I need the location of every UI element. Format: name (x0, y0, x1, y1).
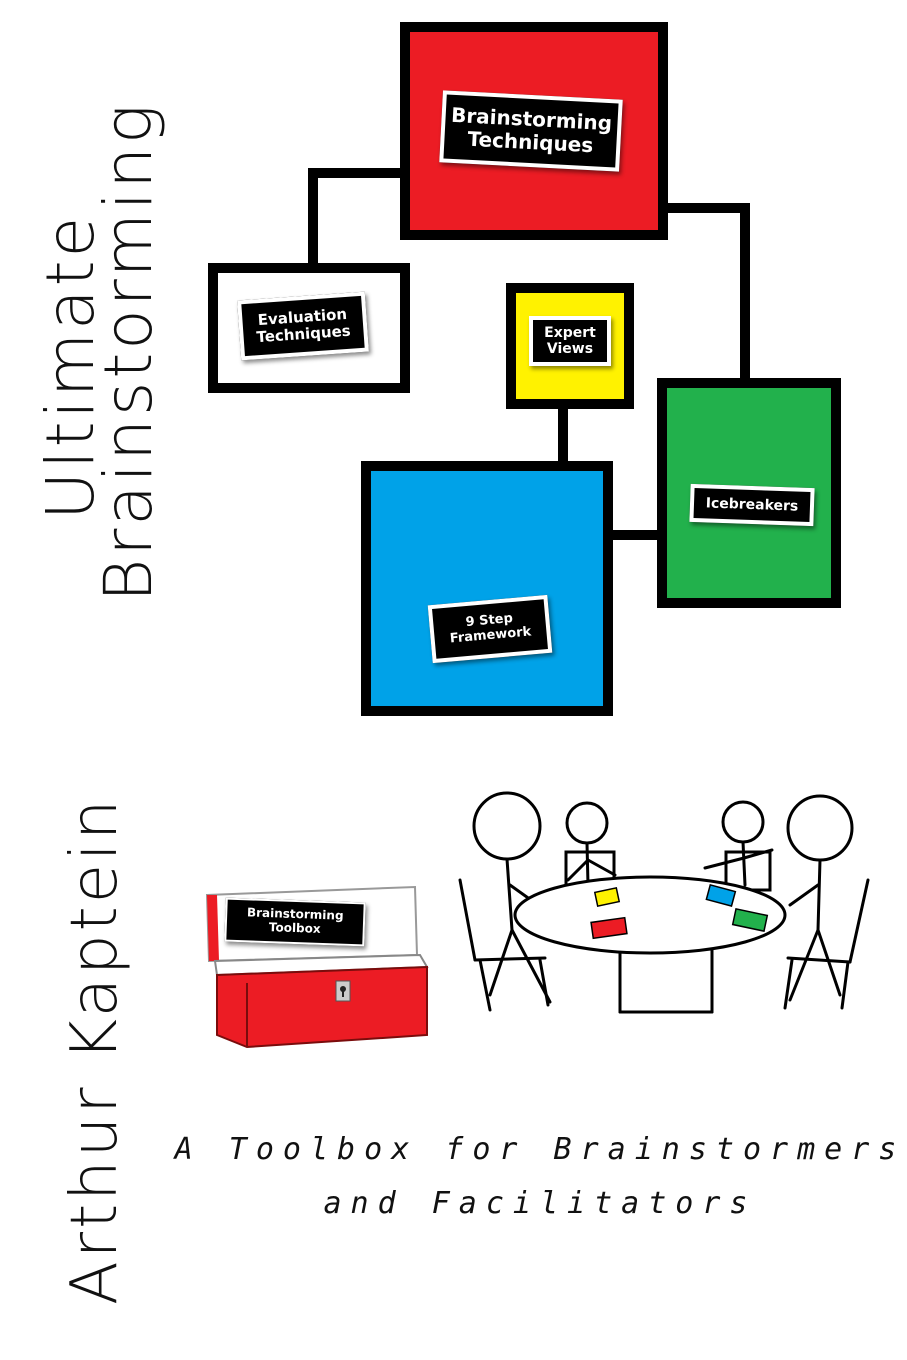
label-icebreakers: Icebreakers (689, 483, 815, 527)
person-back-right-head (786, 794, 854, 862)
toolbox-lid-side (207, 895, 219, 961)
person-back-left-head (472, 791, 542, 861)
card-green (731, 907, 769, 933)
tagline-line2: and Facilitators (323, 1186, 757, 1221)
person-back-middle-left-head (565, 801, 609, 845)
tagline-line1: A Toolbox for Brainstormers (174, 1132, 906, 1167)
connector-brainstorming-icebreakers (659, 203, 750, 390)
card-red (590, 916, 628, 940)
card-blue (705, 883, 737, 908)
person-back-middle-right-head (721, 800, 765, 844)
meeting-table-illustration (458, 791, 870, 1014)
box-nine-step-framework (361, 461, 613, 716)
diagram-connectors (308, 168, 750, 540)
card-yellow (593, 886, 621, 908)
author-name: Arthur Kaptein (58, 796, 132, 1305)
box-expert-views (506, 283, 634, 409)
connector-brainstorming-evaluation (308, 168, 410, 273)
toolbox-body (216, 965, 428, 1049)
